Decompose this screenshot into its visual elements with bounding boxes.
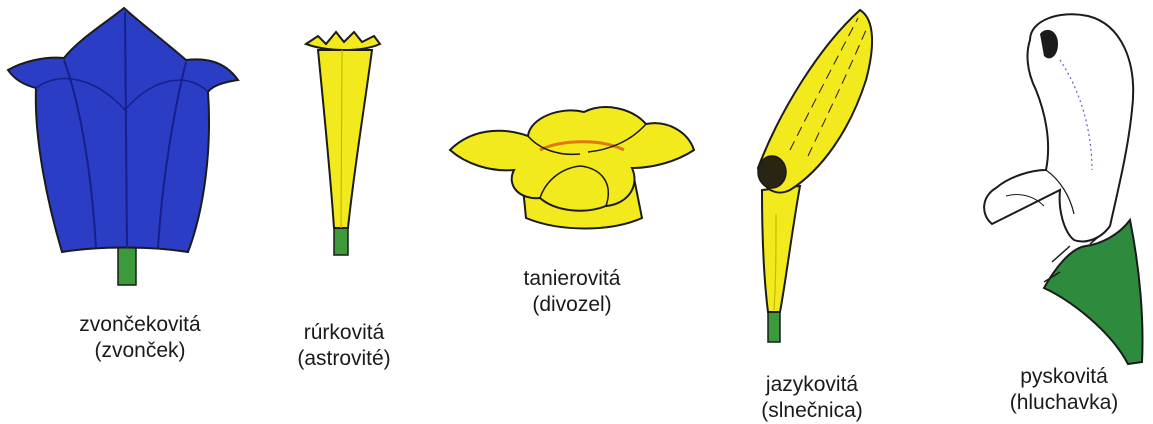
flower-shape-name: zvončekovitá [79, 312, 200, 338]
plate-shaped-flower-icon [450, 107, 694, 228]
flower-example: (astrovité) [297, 346, 390, 372]
flower-shape-name: pyskovitá [1010, 364, 1119, 390]
flower-example: (slnečnica) [761, 398, 863, 424]
caption-bell: zvončekovitá (zvonček) [79, 312, 200, 364]
flower-example: (divozel) [524, 292, 621, 318]
caption-tube: rúrkovitá (astrovité) [297, 320, 390, 372]
tubular-flower-icon [306, 32, 380, 255]
flower-shape-name: rúrkovitá [297, 320, 390, 346]
flower-example: (zvonček) [79, 338, 200, 364]
caption-lip: pyskovitá (hluchavka) [1010, 364, 1119, 416]
flower-example: (hluchavka) [1010, 390, 1119, 416]
lipped-flower-icon [984, 14, 1142, 364]
caption-plate: tanierovitá (divozel) [524, 266, 621, 318]
caption-tongue: jazykovitá (slnečnica) [761, 372, 863, 424]
flower-shape-name: jazykovitá [761, 372, 863, 398]
bell-shaped-flower-icon [8, 8, 238, 285]
flower-shape-name: tanierovitá [524, 266, 621, 292]
ligulate-flower-icon [758, 10, 872, 342]
